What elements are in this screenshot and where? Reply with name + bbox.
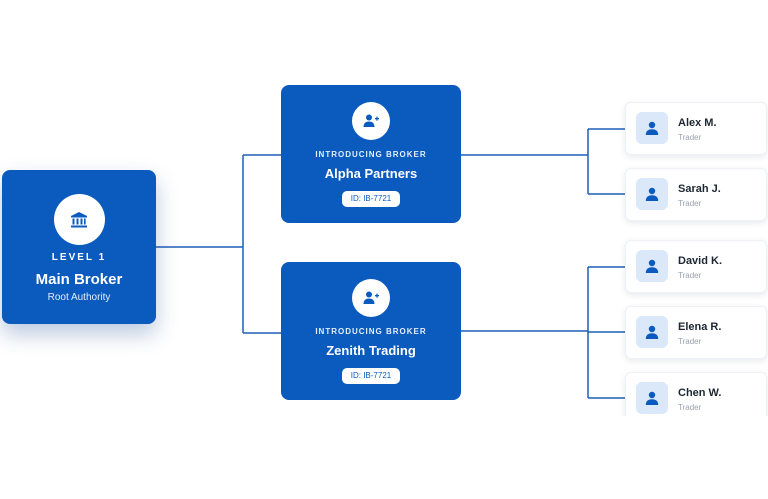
user-plus-icon [363, 291, 379, 304]
trader-role: Trader [678, 133, 702, 142]
trader-role: Trader [678, 403, 702, 412]
trader-avatar [636, 316, 668, 348]
trader-role: Trader [678, 337, 702, 346]
trader-role: Trader [678, 271, 702, 280]
viewport-clip [600, 416, 768, 499]
trader-name: Sarah J. [678, 183, 721, 195]
trader-card-alex[interactable]: Alex M. Trader [625, 102, 767, 155]
trader-name: David K. [678, 255, 723, 267]
user-icon [645, 121, 659, 135]
ib-icon-circle [352, 102, 390, 140]
ib-kicker: INTRODUCING BROKER [315, 150, 427, 159]
user-icon [645, 391, 659, 405]
main-broker-card[interactable]: LEVEL 1 Main Broker Root Authority [2, 170, 156, 324]
main-broker-icon-circle [53, 194, 105, 245]
user-plus-icon [363, 114, 379, 127]
trader-role: Trader [678, 199, 702, 208]
user-icon [645, 325, 659, 339]
trader-avatar [636, 178, 668, 210]
trader-avatar [636, 382, 668, 414]
ib-id-badge: ID: IB-7721 [342, 368, 400, 384]
trader-card-elena[interactable]: Elena R. Trader [625, 306, 767, 359]
trader-card-david[interactable]: David K. Trader [625, 240, 767, 293]
bank-icon [71, 211, 87, 227]
ib-name: Alpha Partners [324, 166, 418, 181]
user-icon [645, 187, 659, 201]
ib-card-zenith-trading[interactable]: INTRODUCING BROKER Zenith Trading ID: IB… [281, 262, 461, 400]
main-broker-name: Main Broker [35, 271, 123, 288]
ib-card-alpha-partners[interactable]: INTRODUCING BROKER Alpha Partners ID: IB… [281, 85, 461, 223]
trader-avatar [636, 250, 668, 282]
ib-icon-circle [352, 279, 390, 317]
trader-card-sarah[interactable]: Sarah J. Trader [625, 168, 767, 221]
trader-name: Alex M. [678, 117, 717, 129]
trader-avatar [636, 112, 668, 144]
trader-name: Elena R. [678, 321, 722, 333]
ib-name: Zenith Trading [326, 343, 416, 358]
main-broker-level: LEVEL 1 [51, 252, 107, 263]
ib-id-badge: ID: IB-7721 [342, 191, 400, 207]
main-broker-subtitle: Root Authority [47, 292, 111, 303]
ib-kicker: INTRODUCING BROKER [315, 327, 427, 336]
trader-name: Chen W. [678, 387, 722, 399]
user-icon [645, 259, 659, 273]
